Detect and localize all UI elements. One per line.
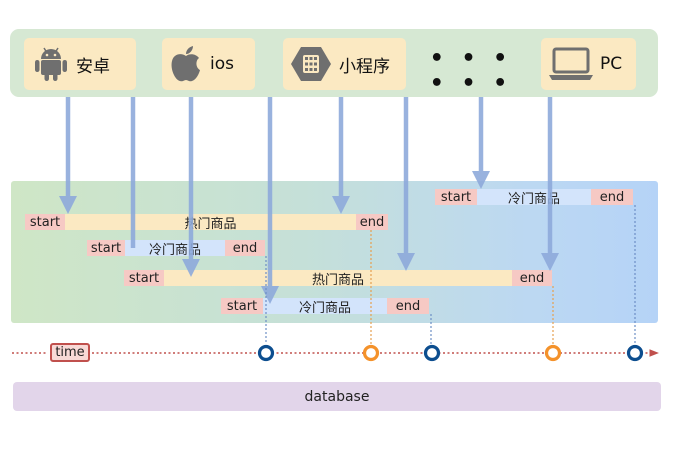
client-ios-label: ios xyxy=(210,54,234,74)
timeline-marker xyxy=(544,344,562,362)
client-ios: ios xyxy=(162,38,255,90)
request-end: end xyxy=(356,214,388,230)
request-product: 冷门商品 xyxy=(477,189,591,207)
time-label-text: time xyxy=(55,345,85,360)
request-product: 热门商品 xyxy=(65,214,356,232)
request-end: end xyxy=(387,298,429,314)
client-miniapp: 小程序 xyxy=(283,38,406,90)
request-bar: start 热门商品 end xyxy=(25,214,388,232)
miniapp-icon xyxy=(289,44,333,84)
database-label: database xyxy=(304,388,370,405)
client-pc: PC xyxy=(541,38,636,90)
request-start: start xyxy=(221,298,263,314)
request-bar: start 冷门商品 end xyxy=(87,240,267,258)
timeline-marker xyxy=(257,344,275,362)
request-end: end xyxy=(225,240,265,256)
client-android-label: 安卓 xyxy=(76,56,110,77)
request-start: start xyxy=(435,189,477,205)
timeline-marker xyxy=(362,344,380,362)
android-icon xyxy=(32,44,70,84)
time-label: time xyxy=(50,343,90,362)
request-product: 冷门商品 xyxy=(263,298,387,316)
laptop-icon xyxy=(548,44,594,84)
client-pc-label: PC xyxy=(600,54,623,74)
request-product: 热门商品 xyxy=(164,270,512,288)
timeline-marker xyxy=(626,344,644,362)
request-end: end xyxy=(512,270,552,286)
request-bar: start 冷门商品 end xyxy=(435,189,635,207)
apple-icon xyxy=(168,44,204,84)
client-android: 安卓 xyxy=(24,38,136,90)
timeline-marker xyxy=(423,344,441,362)
client-miniapp-label: 小程序 xyxy=(339,56,390,77)
request-end: end xyxy=(591,189,633,205)
request-start: start xyxy=(25,214,65,230)
request-bar: start 冷门商品 end xyxy=(221,298,432,316)
database-bar: database xyxy=(13,382,661,411)
request-bar: start 热门商品 end xyxy=(124,270,554,288)
request-start: start xyxy=(124,270,164,286)
request-start: start xyxy=(87,240,125,256)
request-product: 冷门商品 xyxy=(125,240,225,258)
more-clients-ellipsis: • • • • • • xyxy=(429,46,513,96)
